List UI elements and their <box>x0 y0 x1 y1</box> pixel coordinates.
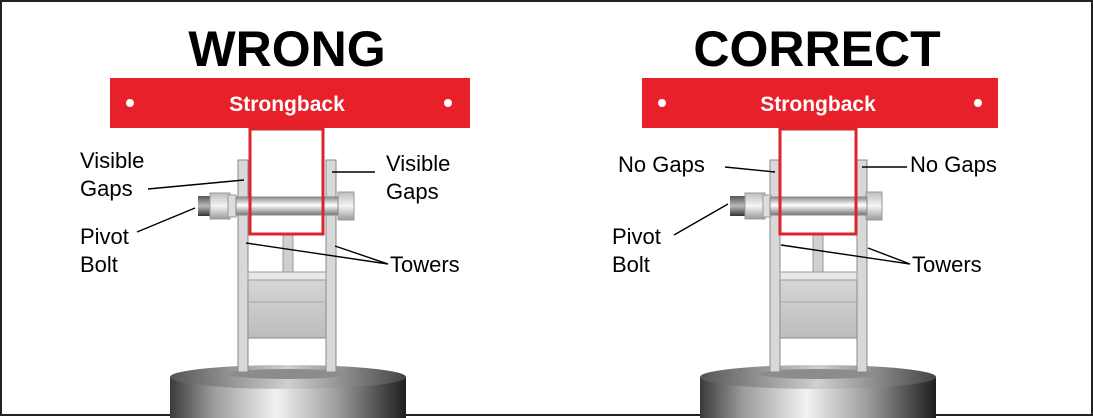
pivot-bolt-head <box>865 191 883 221</box>
strongback-bracket <box>778 127 858 236</box>
strongback-label: Strongback <box>760 93 876 116</box>
tower-block <box>779 277 858 339</box>
pivot-bolt-thread <box>730 196 748 216</box>
strongback-hole-left <box>658 99 666 107</box>
cylinder <box>170 365 406 418</box>
strongback-hole-right <box>444 99 452 107</box>
inner-rod <box>282 233 294 277</box>
callout-pivot-1: Pivot <box>612 224 661 249</box>
inner-rod <box>812 233 824 277</box>
pivot-bolt-nut <box>744 192 766 220</box>
callout-gaps-left: No Gaps <box>618 152 705 177</box>
callout-pivot-1: Pivot <box>80 224 129 249</box>
panel-title: CORRECT <box>693 21 940 77</box>
callout-pivot-2: Bolt <box>612 252 650 277</box>
tower-right <box>325 159 337 373</box>
tower-right <box>856 159 868 373</box>
tower-block <box>247 277 327 339</box>
pivot-bolt-head <box>337 191 355 221</box>
callout-gaps-right-2: Gaps <box>386 179 439 204</box>
panel-correct: CORRECT Strongback <box>612 21 998 418</box>
strongback-bracket <box>248 127 325 236</box>
strongback-hole-left <box>126 99 134 107</box>
strongback-bar <box>642 78 998 128</box>
callout-pivot-2: Bolt <box>80 252 118 277</box>
strongback-hole-right <box>974 99 982 107</box>
callout-gaps-right-1: Visible <box>386 151 450 176</box>
panel-title: WRONG <box>188 21 385 77</box>
panel-wrong: WRONG Strongback <box>80 21 470 418</box>
pivot-bolt-nut <box>209 192 231 220</box>
callout-gaps-right: No Gaps <box>910 152 997 177</box>
callout-towers: Towers <box>390 252 460 277</box>
callout-gaps-left-2: Gaps <box>80 176 133 201</box>
strongback-label: Strongback <box>229 93 345 116</box>
callout-towers: Towers <box>912 252 982 277</box>
pivot-pin <box>235 196 339 216</box>
strongback-bar <box>110 78 470 128</box>
tower-left <box>769 159 781 373</box>
tower-left <box>237 159 249 373</box>
pivot-pin <box>769 196 868 216</box>
callout-gaps-left-1: Visible <box>80 148 144 173</box>
cylinder <box>700 365 936 418</box>
